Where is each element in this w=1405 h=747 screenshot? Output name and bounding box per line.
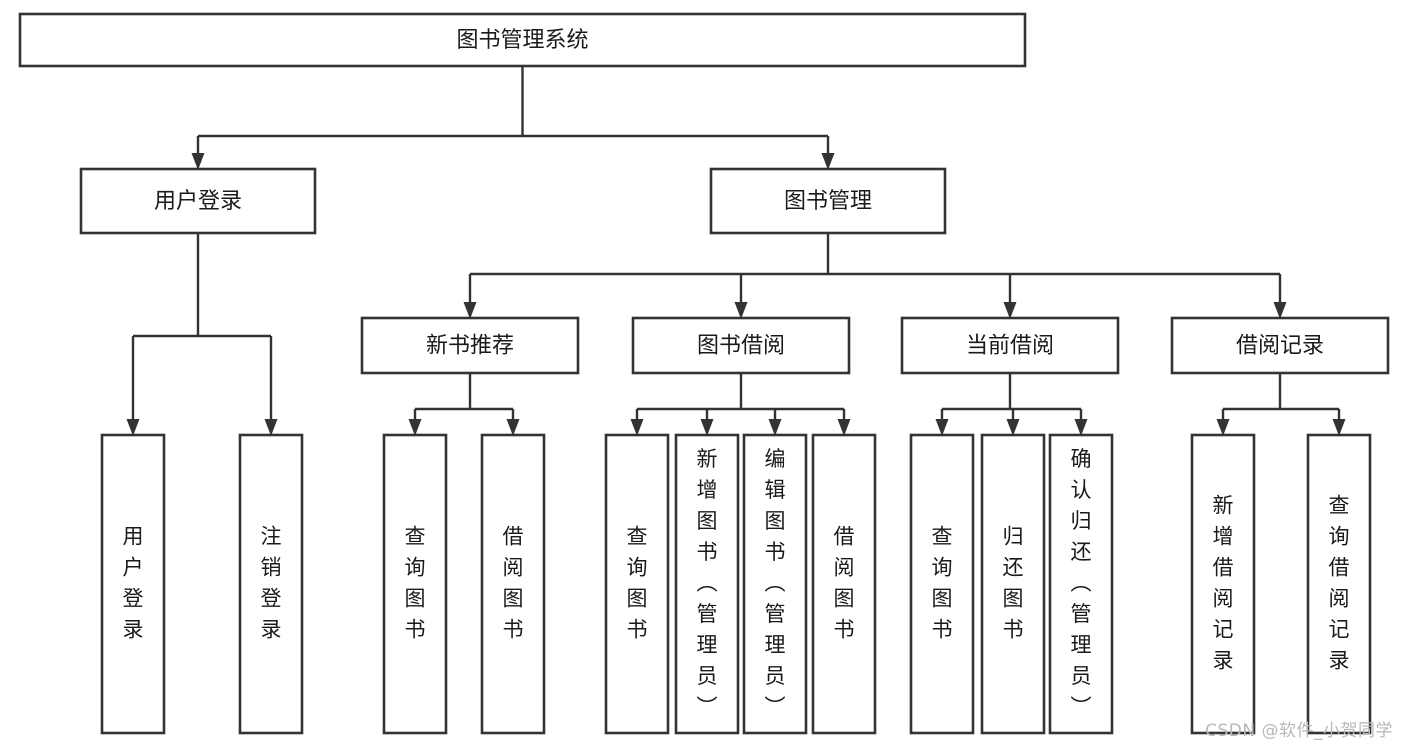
node-box-newbook[interactable] [360, 316, 580, 375]
node-box-c1[interactable] [909, 433, 975, 735]
node-borrow[interactable]: 图书借阅 [631, 316, 851, 375]
node-label-borrow: 图书借阅 [697, 334, 785, 359]
arrow-head-icon [1273, 302, 1287, 319]
node-r1[interactable]: 新增借阅记录 [1190, 433, 1256, 735]
watermark-label: CSDN @软件_小贺同学 [1205, 721, 1393, 741]
node-label-r2: 查询借阅记录 [1329, 494, 1350, 673]
arrow-head-icon [1216, 419, 1230, 436]
node-label-b1: 查询图书 [627, 525, 648, 642]
node-label-current: 当前借阅 [966, 334, 1054, 359]
node-c2[interactable]: 归还图书 [980, 433, 1046, 735]
node-box-b4[interactable] [811, 433, 877, 735]
arrow-head-icon [768, 419, 782, 436]
node-box-root[interactable] [18, 12, 1027, 68]
node-n1[interactable]: 查询图书 [382, 433, 448, 735]
node-label-r1: 新增借阅记录 [1213, 494, 1234, 673]
node-label-n1: 查询图书 [405, 525, 426, 642]
node-c3[interactable]: 确认归还︵管理员︶ [1048, 433, 1114, 735]
node-r2[interactable]: 查询借阅记录 [1306, 433, 1372, 735]
node-label-newbook: 新书推荐 [426, 334, 514, 359]
arrow-head-icon [1006, 419, 1020, 436]
node-label-bookmgmt: 图书管理 [784, 189, 872, 214]
node-label-b2: 新增图书︵管理员︶ [697, 447, 718, 719]
node-n2[interactable]: 借阅图书 [480, 433, 546, 735]
arrow-head-icon [463, 302, 477, 319]
node-box-b1[interactable] [604, 433, 670, 735]
node-label-b3: 编辑图书︵管理员︶ [765, 447, 786, 719]
node-box-b2[interactable] [674, 433, 740, 735]
node-box-r1[interactable] [1190, 433, 1256, 735]
node-l2[interactable]: 注销登录 [238, 433, 304, 735]
arrow-head-icon [821, 153, 835, 170]
node-label-c2: 归还图书 [1003, 525, 1024, 642]
arrow-head-icon [837, 419, 851, 436]
node-current[interactable]: 当前借阅 [900, 316, 1120, 375]
node-label-login: 用户登录 [154, 189, 242, 214]
node-box-login[interactable] [79, 167, 317, 235]
node-label-l2: 注销登录 [261, 525, 282, 642]
node-c1[interactable]: 查询图书 [909, 433, 975, 735]
node-b1[interactable]: 查询图书 [604, 433, 670, 735]
node-records[interactable]: 借阅记录 [1170, 316, 1390, 375]
node-box-current[interactable] [900, 316, 1120, 375]
node-box-l2[interactable] [238, 433, 304, 735]
node-label-c1: 查询图书 [932, 525, 953, 642]
arrow-head-icon [264, 419, 278, 436]
node-b4[interactable]: 借阅图书 [811, 433, 877, 735]
node-label-root: 图书管理系统 [456, 28, 588, 53]
node-label-records: 借阅记录 [1236, 334, 1324, 359]
node-bookmgmt[interactable]: 图书管理 [709, 167, 947, 235]
arrow-head-icon [126, 419, 140, 436]
arrow-head-icon [191, 153, 205, 170]
node-label-l1: 用户登录 [123, 525, 144, 642]
node-box-c2[interactable] [980, 433, 1046, 735]
arrow-head-icon [734, 302, 748, 319]
node-box-r2[interactable] [1306, 433, 1372, 735]
node-box-n1[interactable] [382, 433, 448, 735]
node-box-borrow[interactable] [631, 316, 851, 375]
node-label-c3: 确认归还︵管理员︶ [1071, 447, 1092, 719]
arrow-head-icon [630, 419, 644, 436]
node-box-c3[interactable] [1048, 433, 1114, 735]
node-b3[interactable]: 编辑图书︵管理员︶ [742, 433, 808, 735]
node-box-l1[interactable] [100, 433, 166, 735]
node-box-b3[interactable] [742, 433, 808, 735]
node-label-n2: 借阅图书 [503, 525, 524, 642]
node-newbook[interactable]: 新书推荐 [360, 316, 580, 375]
node-root[interactable]: 图书管理系统 [18, 12, 1027, 68]
node-l1[interactable]: 用户登录 [100, 433, 166, 735]
node-login[interactable]: 用户登录 [79, 167, 317, 235]
arrow-head-icon [506, 419, 520, 436]
node-b2[interactable]: 新增图书︵管理员︶ [674, 433, 740, 735]
arrow-head-icon [408, 419, 422, 436]
arrow-head-icon [1332, 419, 1346, 436]
connectors-layer [126, 66, 1346, 436]
nodes-layer: 图书管理系统用户登录图书管理新书推荐图书借阅当前借阅借阅记录用户登录注销登录查询… [18, 12, 1390, 735]
node-box-bookmgmt[interactable] [709, 167, 947, 235]
node-label-b4: 借阅图书 [834, 525, 855, 642]
arrow-head-icon [1003, 302, 1017, 319]
arrow-head-icon [700, 419, 714, 436]
node-box-n2[interactable] [480, 433, 546, 735]
arrow-head-icon [1074, 419, 1088, 436]
arrow-head-icon [935, 419, 949, 436]
node-box-records[interactable] [1170, 316, 1390, 375]
